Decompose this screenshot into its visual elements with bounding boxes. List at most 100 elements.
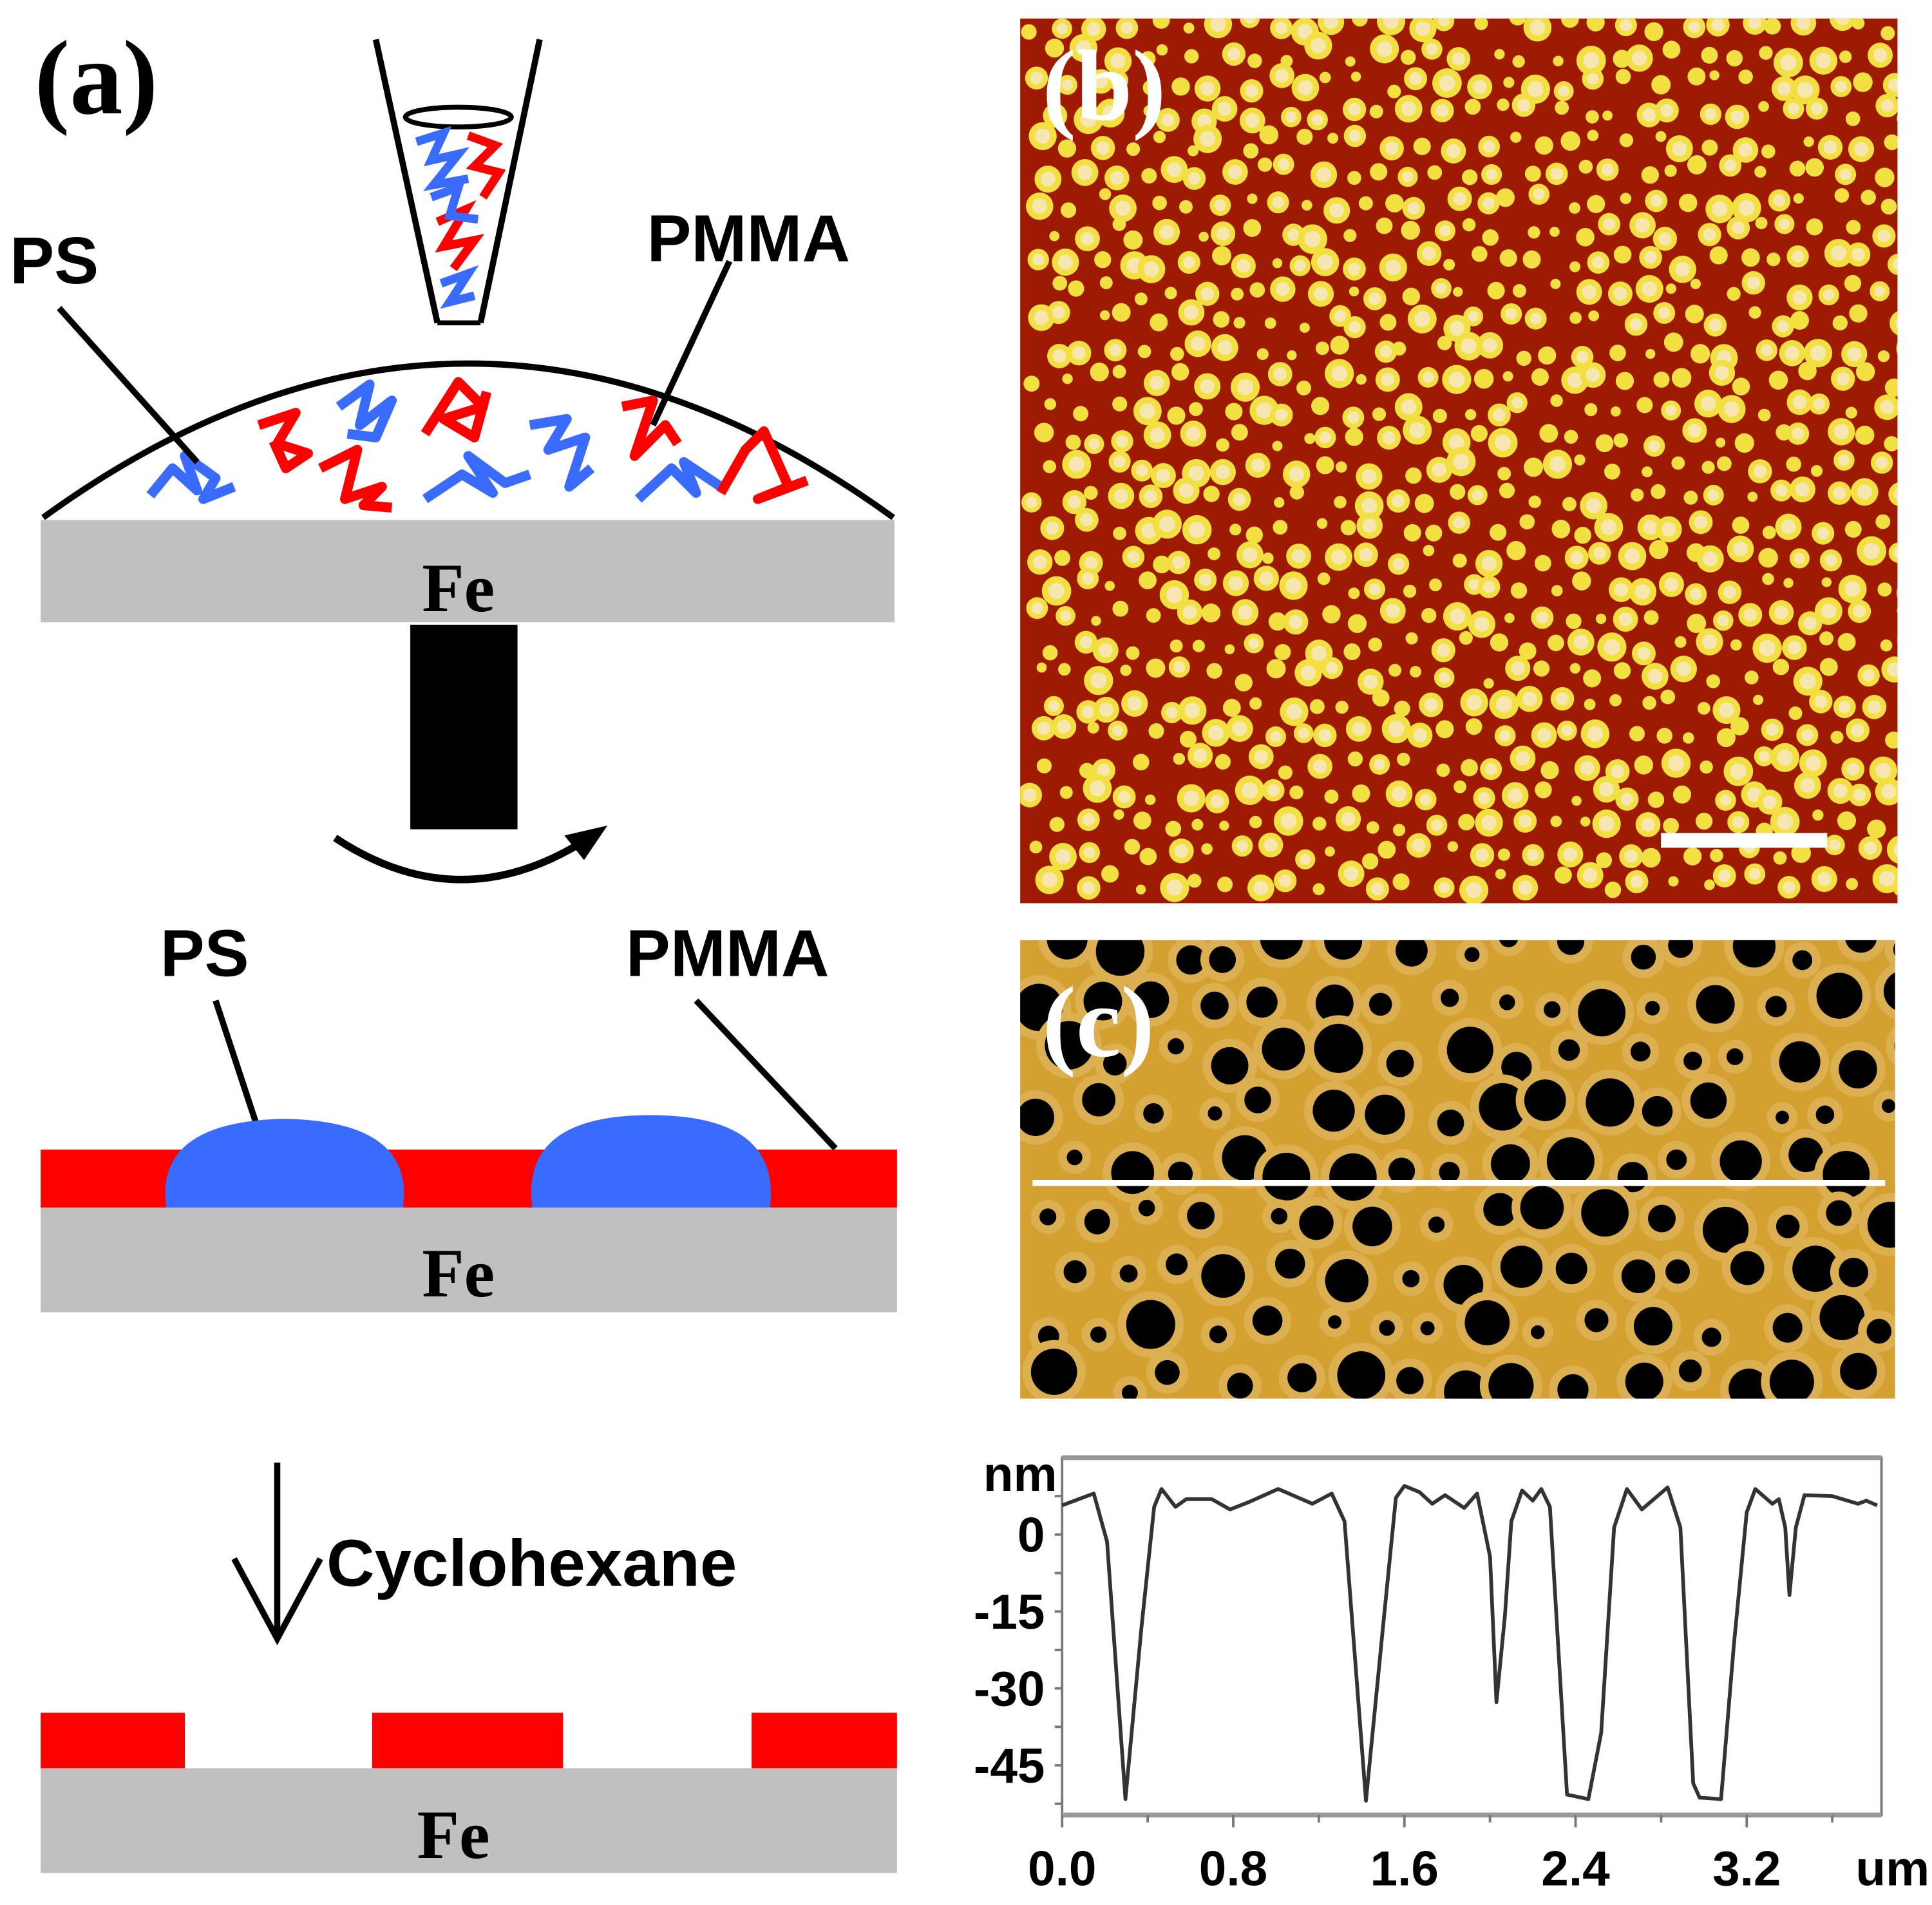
afm-grain-highlight [1182, 605, 1197, 620]
afm-grain-highlight [1644, 251, 1657, 264]
afm-grain-highlight [1188, 465, 1204, 482]
pipette-icon [372, 39, 543, 326]
afm-hole [1769, 1360, 1814, 1399]
afm-grain [1853, 72, 1873, 92]
afm-grain-highlight [1359, 547, 1373, 562]
afm-grain-highlight [1474, 616, 1490, 632]
afm-grain [1790, 311, 1809, 330]
afm-hole [1337, 1351, 1386, 1399]
afm-grain-highlight [1766, 723, 1779, 736]
afm-grain [1473, 368, 1494, 389]
afm-grain-highlight [1817, 871, 1832, 886]
afm-grain [1054, 549, 1070, 566]
afm-hole [1020, 1099, 1055, 1136]
afm-grain [1683, 847, 1702, 866]
afm-grain-highlight [1823, 289, 1835, 301]
afm-grain [1216, 438, 1230, 452]
afm-grain-highlight [1748, 868, 1761, 880]
afm-grain-highlight [1112, 725, 1123, 736]
afm-hole [1578, 989, 1626, 1037]
afm-grain-highlight [1110, 171, 1124, 185]
afm-grain-highlight [1892, 258, 1898, 270]
panel-c-label: (c) [1043, 966, 1155, 1078]
afm-grain-highlight [1173, 661, 1186, 673]
afm-grain [1319, 71, 1331, 84]
afm-grain-highlight [1601, 163, 1614, 176]
afm-hole [1388, 1157, 1416, 1184]
afm-grain [1156, 44, 1168, 56]
afm-grain [1388, 663, 1402, 677]
afm-grain-highlight [1777, 81, 1791, 96]
afm-grain [1302, 200, 1312, 211]
afm-grain-highlight [1081, 705, 1095, 719]
afm-grain-highlight [1773, 194, 1786, 207]
afm-hole [1845, 940, 1877, 953]
afm-grain-highlight [1351, 721, 1366, 736]
afm-grain-highlight [1724, 159, 1737, 172]
afm-grain [1068, 280, 1084, 297]
afm-grain-highlight [1294, 260, 1306, 272]
afm-grain [1880, 198, 1897, 215]
afm-grain-highlight [1537, 728, 1551, 743]
afm-grain [1772, 659, 1790, 676]
afm-hole [1839, 1050, 1877, 1089]
afm-hole [1621, 1259, 1656, 1293]
afm-grain-highlight [1298, 728, 1309, 739]
afm-grain-highlight [1186, 426, 1201, 441]
afm-grain-highlight [1077, 165, 1093, 180]
afm-grain [1683, 490, 1698, 505]
afm-grain [1506, 540, 1526, 560]
afm-hole [1244, 1086, 1271, 1114]
afm-grain-highlight [1285, 578, 1302, 594]
afm-grain-highlight [1419, 793, 1432, 806]
afm-grain [1401, 220, 1420, 240]
afm-grain-highlight [1385, 260, 1401, 276]
plot-frame [1061, 1456, 1883, 1817]
afm-grain-highlight [1449, 321, 1465, 336]
afm-grain [1231, 287, 1244, 301]
afm-grain [1454, 780, 1466, 793]
fe-substrate-3 [41, 1768, 897, 1873]
afm-grain [1352, 784, 1370, 803]
afm-grain [1099, 276, 1113, 290]
afm-grain [1615, 372, 1634, 390]
afm-grain-highlight [1200, 131, 1216, 147]
afm-grain [1569, 261, 1581, 272]
afm-grain-highlight [1159, 225, 1174, 240]
afm-grain [1902, 457, 1915, 469]
afm-grain-highlight [1150, 375, 1164, 390]
afm-grain-highlight [1481, 815, 1497, 831]
afm-grain-highlight [1274, 68, 1289, 83]
afm-grain-highlight [1343, 866, 1359, 881]
afm-grain [1656, 728, 1672, 744]
afm-grain-highlight [1482, 580, 1495, 593]
afm-grain [1490, 524, 1507, 541]
afm-grain [1170, 346, 1184, 361]
afm-hole [1631, 944, 1656, 970]
afm-hole [1252, 1305, 1283, 1336]
afm-grain-highlight [1275, 282, 1290, 296]
afm-grain-highlight [1570, 551, 1584, 565]
afm-grain-highlight [1801, 728, 1814, 741]
afm-grain [1732, 377, 1750, 396]
afm-grain-highlight [1774, 605, 1788, 620]
afm-grain-highlight [1785, 346, 1800, 361]
afm-grain-highlight [1687, 423, 1701, 438]
afm-hole [1420, 1321, 1435, 1336]
afm-hole [1524, 1079, 1566, 1121]
afm-hole [1678, 1359, 1702, 1383]
afm-grain [1247, 193, 1258, 204]
afm-grain-highlight [1323, 18, 1338, 30]
afm-grain [1620, 193, 1632, 204]
afm-hole [1531, 1325, 1545, 1340]
afm-grain [1502, 371, 1513, 382]
afm-grain [1483, 678, 1494, 689]
afm-grain-highlight [1906, 515, 1920, 528]
afm-grain [1595, 613, 1607, 625]
afm-grain [1587, 194, 1605, 214]
afm-grain-highlight [1318, 728, 1332, 742]
afm-grain [1534, 554, 1551, 572]
afm-hole [1501, 1052, 1532, 1083]
afm-hole [1274, 1248, 1305, 1279]
afm-hole [1328, 1315, 1342, 1329]
